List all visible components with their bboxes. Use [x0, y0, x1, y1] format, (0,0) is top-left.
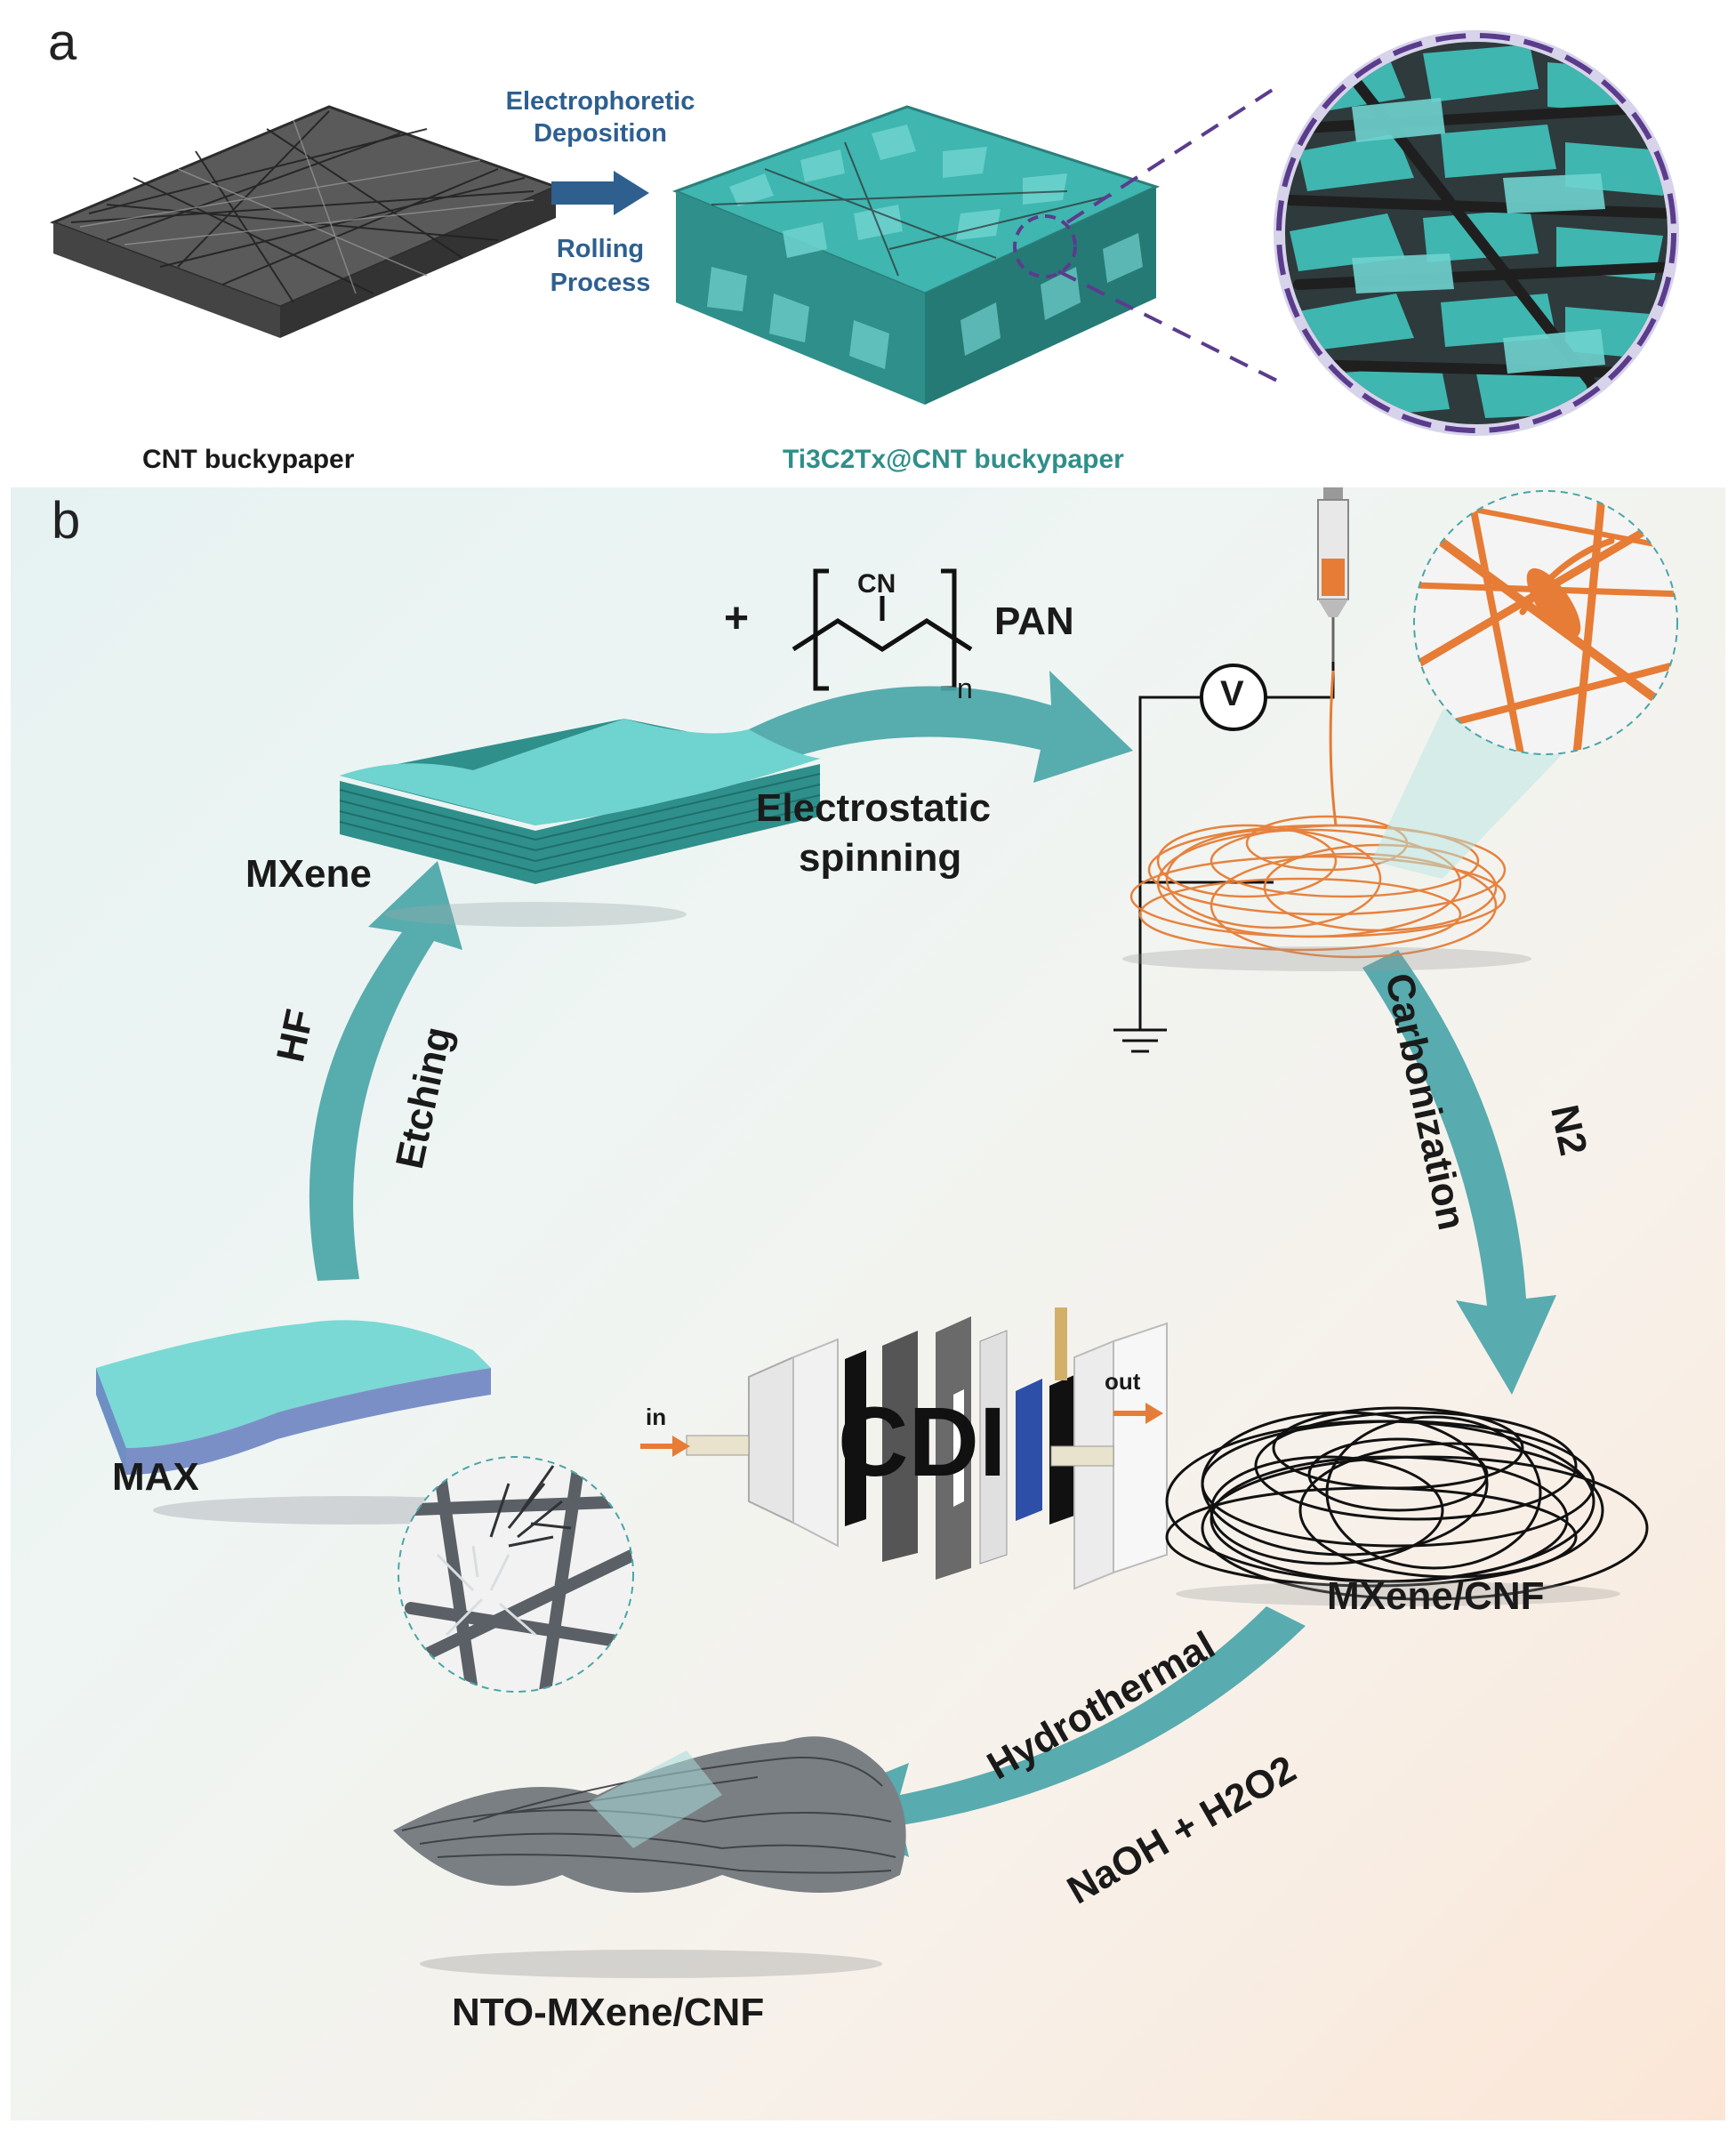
max-label: MAX — [112, 1455, 199, 1499]
spinning-label: spinning — [799, 836, 962, 880]
panel-a-illustration — [49, 30, 1679, 436]
nto-zoom-circle — [398, 1456, 634, 1693]
cdi-device — [640, 1307, 1168, 1590]
nto-mxene-cnf-label: NTO-MXene/CNF — [452, 1991, 765, 2034]
mxene-cnt-buckypaper-caption: Ti3C2Tx@CNT buckypaper — [783, 445, 1124, 474]
panel-a-letter: a — [48, 13, 77, 71]
cnt-buckypaper-image — [49, 105, 560, 338]
zoom-connector — [1057, 83, 1282, 384]
cnt-buckypaper-caption: CNT buckypaper — [142, 445, 355, 474]
cn-group-label: CN — [857, 569, 896, 599]
process-bottom-label-1: Rolling — [556, 235, 645, 263]
subscript-n: n — [957, 672, 973, 704]
panel-b-letter: b — [52, 492, 81, 550]
nto-mxene-cnf-sheet — [393, 1736, 906, 1978]
cdi-title: CDI — [838, 1388, 1007, 1497]
mxene-label: MXene — [245, 852, 372, 896]
process-bottom-label-2: Process — [550, 269, 651, 297]
fiber-zoom-circle — [1413, 490, 1678, 755]
voltage-symbol: V — [1220, 674, 1244, 713]
panel-a: a — [0, 0, 1736, 480]
process-arrows — [309, 671, 1556, 1857]
panel-b: b + CN n PAN MXene Electrostatic spinnin… — [11, 487, 1725, 2120]
cdi-in-label: in — [646, 1404, 667, 1430]
pan-label: PAN — [994, 599, 1074, 643]
mxene-cnf-mat — [1165, 1406, 1649, 1601]
process-top-label-1: Electrophoretic — [505, 87, 695, 116]
plus-sign: + — [724, 595, 750, 642]
cdi-out-label: out — [1105, 1368, 1141, 1395]
electrostatic-label: Electrostatic — [756, 786, 992, 830]
mxene-cnt-buckypaper-image — [671, 105, 1161, 405]
mxene-stack — [339, 719, 821, 927]
zoom-circle — [1274, 30, 1679, 436]
process-arrow — [551, 171, 649, 215]
panel-b-illustration — [96, 487, 1678, 1978]
mxene-cnf-label: MXene/CNF — [1327, 1574, 1545, 1618]
process-top-label-2: Deposition — [534, 119, 667, 148]
